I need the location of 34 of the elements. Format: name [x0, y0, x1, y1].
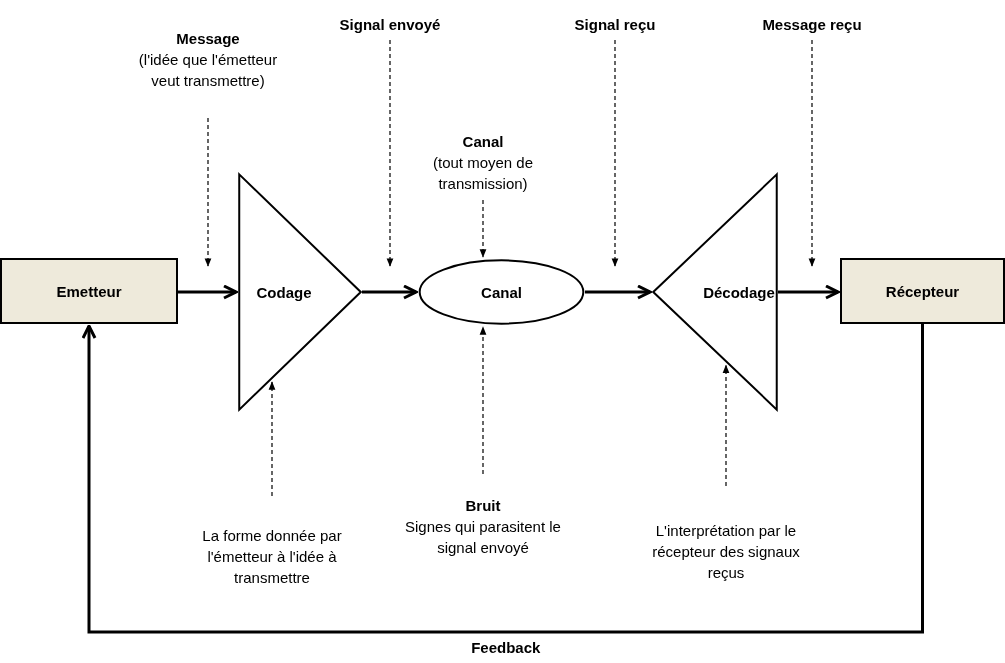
annotation-title: Signal envoyé [339, 14, 441, 35]
annotation-title: Signal reçu [574, 14, 656, 35]
dashed-arrow [268, 381, 276, 497]
dashed-arrow [204, 117, 212, 267]
annotation-title: Message reçu [762, 14, 862, 35]
dashed-arrow [479, 326, 487, 475]
decoding-triangle [652, 172, 778, 412]
arrow [585, 284, 652, 300]
node-label: Emetteur [56, 281, 122, 302]
encoding-triangle [238, 172, 362, 412]
annotation-text: La forme donnée par l'émetteur à l'idée à transmettre [201, 525, 343, 588]
dashed-arrow [808, 39, 816, 267]
dashed-arrow [386, 39, 394, 267]
annotation-title: Canal [462, 131, 504, 152]
receiver-box [840, 258, 1005, 324]
annotation-title: Bruit [465, 495, 501, 516]
node-label: Décodage [703, 282, 775, 303]
dashed-arrow [611, 39, 619, 267]
arrow [362, 284, 418, 300]
dashed-arrow [479, 199, 487, 258]
node-label: Canal [481, 282, 522, 303]
channel-ellipse [418, 259, 585, 325]
node-label: Récepteur [885, 281, 960, 302]
annotation-text: L'interprétation par le récepteur des signaux reçus [651, 520, 801, 583]
node-label: Codage [256, 282, 312, 303]
annotation-title: Message [176, 28, 240, 49]
arrow [81, 324, 924, 634]
annotation-text: (tout moyen de transmission) [431, 152, 535, 194]
sender-box [0, 258, 178, 324]
arrow [778, 284, 840, 300]
annotation-text: Signes qui parasitent le signal envoyé [404, 516, 562, 558]
arrow [178, 284, 238, 300]
annotation-text: (l'idée que l'émetteur veut transmettre) [137, 49, 279, 91]
dashed-arrow [722, 364, 730, 487]
